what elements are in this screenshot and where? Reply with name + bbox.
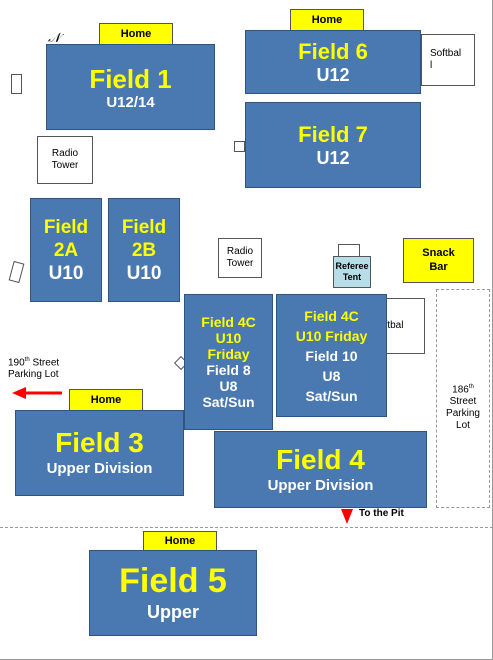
field-5[interactable]: Field 5 Upper	[89, 550, 257, 636]
field-age: U10	[215, 330, 242, 346]
field-age: U10	[48, 262, 84, 284]
field-4c-10[interactable]: Field 4C U10 Friday Field 10 U8 Sat/Sun	[276, 294, 387, 417]
field-name: Field 4	[276, 443, 365, 475]
home-plate-label: Home	[99, 23, 173, 45]
radio-tower-label: Tower	[51, 160, 79, 171]
field-division: Upper	[146, 602, 199, 622]
parking-lot-190-label: 190th Street Parking Lot	[8, 357, 60, 381]
divider-line	[0, 527, 493, 528]
field-age: U12	[316, 147, 350, 168]
field-age: U8	[322, 367, 341, 384]
field-name: Field 1	[89, 63, 172, 94]
field-age: U12	[316, 64, 350, 85]
structure-marker	[11, 74, 22, 94]
field-name: Field 10	[305, 347, 358, 364]
radio-tower-label: Radio	[51, 147, 79, 159]
radio-tower-label: Tower	[226, 258, 254, 269]
snack-bar-label: Snack	[422, 246, 455, 259]
field-name: Field 8	[206, 362, 251, 378]
field-name: Field 4C	[304, 307, 359, 324]
north-arrow-icon: 𝒩	[48, 30, 61, 45]
field-name: 2B	[131, 239, 157, 261]
referee-tent-label: Tent	[342, 272, 362, 282]
softball-label: l	[430, 60, 433, 71]
parking-label: Parking	[446, 408, 480, 420]
field-4[interactable]: Field 4 Upper Division	[214, 431, 427, 508]
field-7[interactable]: Field 7 U12	[245, 102, 421, 188]
field-name: Field	[121, 216, 167, 238]
field-name: Field 6	[298, 38, 368, 64]
field-name: Field 4C	[201, 314, 256, 330]
field-day: Sat/Sun	[305, 387, 358, 404]
field-2b[interactable]: Field 2B U10	[108, 198, 180, 302]
snack-bar-label: Bar	[429, 260, 448, 273]
field-day: Friday	[207, 346, 250, 362]
field-name: Field 3	[55, 427, 144, 458]
field-age: U10	[126, 262, 162, 284]
parking-label: 186th	[452, 384, 474, 396]
field-division: Upper Division	[46, 460, 153, 477]
field-division: Upper Division	[267, 476, 374, 494]
field-3[interactable]: Field 3 Upper Division	[15, 410, 184, 496]
arrow-down-icon	[341, 509, 353, 524]
arrow-left-icon	[12, 387, 62, 399]
home-plate-label: Home	[290, 9, 364, 31]
field-6[interactable]: Field 6 U12	[245, 30, 421, 94]
home-plate-label: Home	[69, 389, 143, 411]
field-age: U8	[219, 378, 238, 394]
field-name: Field	[43, 216, 89, 238]
softball-label: oftbal	[379, 319, 404, 331]
field-day: Sat/Sun	[202, 394, 255, 410]
field-age: U12/14	[106, 93, 155, 111]
parking-label: Lot	[456, 420, 470, 432]
to-the-pit-label: To the Pit	[359, 508, 404, 519]
field-age: U10 Friday	[295, 327, 368, 344]
field-name: Field 5	[119, 562, 227, 600]
parking-label: Street	[449, 396, 477, 408]
field-4c-8[interactable]: Field 4C U10 Friday Field 8 U8 Sat/Sun	[184, 294, 273, 430]
referee-tent-label: Referee	[335, 260, 369, 271]
parking-lot-186: 186th Street Parking Lot	[436, 289, 490, 508]
structure-marker	[234, 141, 245, 152]
softball-label: Softbal	[430, 47, 462, 59]
home-plate-label: Home	[143, 531, 217, 551]
field-name: 2A	[53, 239, 79, 261]
structure-marker	[8, 260, 25, 284]
field-name: Field 7	[298, 121, 368, 147]
field-2a[interactable]: Field 2A U10	[30, 198, 102, 302]
field-1[interactable]: Field 1 U12/14	[46, 44, 215, 130]
radio-tower-label: Radio	[226, 245, 254, 257]
